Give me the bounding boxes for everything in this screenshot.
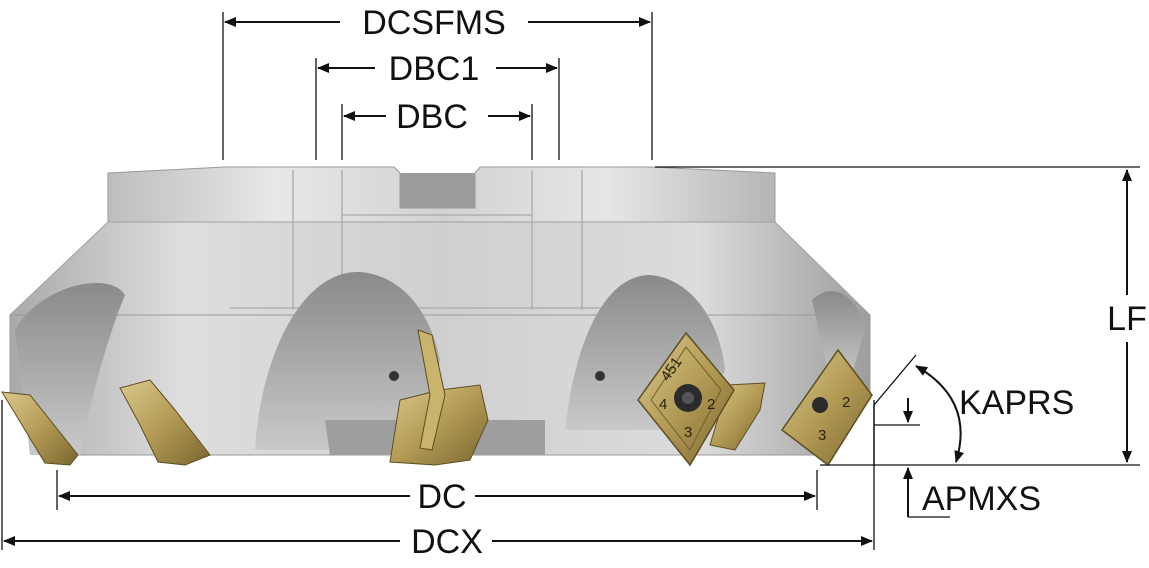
- screw-hole-left: [389, 371, 399, 381]
- insert-left: [119, 379, 211, 466]
- insert-far-left: [1, 391, 79, 466]
- insert-edge-label-bottom: 3: [684, 424, 692, 441]
- screw-hole-right: [595, 371, 605, 381]
- label-kaprs: KAPRS: [959, 384, 1074, 422]
- insert-edge-label-left: 4: [659, 396, 667, 413]
- label-dc: DC: [417, 478, 466, 516]
- insert-center: [389, 384, 489, 466]
- label-lf: LF: [1107, 300, 1147, 338]
- label-dcsfms: DCSFMS: [362, 4, 506, 42]
- dimension-dcx: DCX: [3, 523, 873, 561]
- chip-pocket-right: [812, 291, 865, 380]
- inserts: 451 4 2 3 2 3: [1, 329, 873, 467]
- dimension-apmxs: APMXS: [874, 398, 1041, 518]
- dimension-lf: LF: [1107, 169, 1147, 463]
- insert-edge-label-right: 2: [707, 396, 715, 413]
- dimension-dbc: DBC: [343, 98, 531, 136]
- insert-right-label-3: 3: [818, 427, 826, 444]
- chip-pocket-center-left: [255, 271, 440, 450]
- extension-lines: [1, 12, 1140, 550]
- dimension-dcsfms: DCSFMS: [224, 4, 651, 42]
- insert-center-wiper: [417, 329, 446, 451]
- dimension-kaprs: KAPRS: [873, 354, 1074, 465]
- label-apmxs: APMXS: [922, 480, 1041, 518]
- keyway-slot: [400, 173, 475, 208]
- dimension-dbc1: DBC1: [317, 50, 558, 88]
- insert-right-label-2: 2: [842, 394, 850, 411]
- label-dbc1: DBC1: [389, 50, 480, 88]
- cutter-body: [9, 166, 871, 456]
- label-dbc: DBC: [396, 98, 468, 136]
- label-dcx: DCX: [411, 523, 483, 561]
- dimension-dc: DC: [58, 478, 816, 516]
